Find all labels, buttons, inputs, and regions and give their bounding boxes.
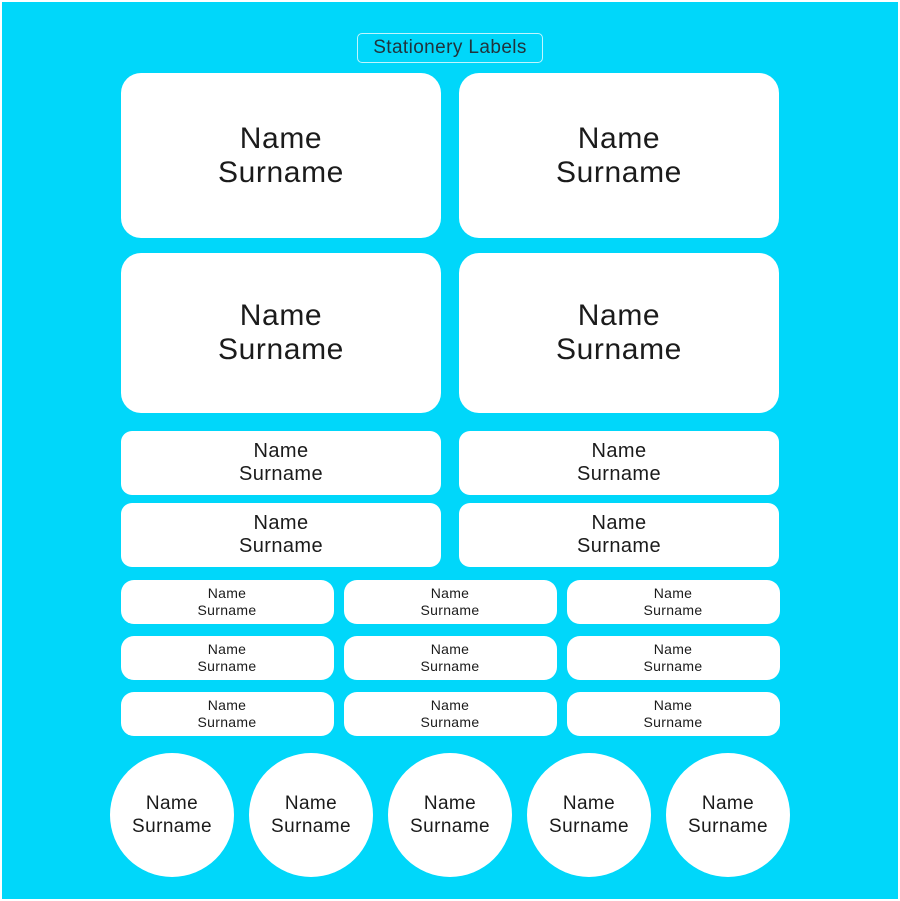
label-surname-line: Surname (197, 602, 257, 618)
small-label: Name Surname (566, 692, 780, 736)
label-surname-line: Surname (643, 602, 703, 618)
label-name-line: Name (253, 512, 309, 534)
small-label: Name Surname (120, 636, 334, 680)
medium-label: Name Surname (459, 503, 779, 567)
label-name-line: Name (207, 585, 247, 601)
round-label: Name Surname (249, 753, 373, 877)
round-label: Name Surname (527, 753, 651, 877)
label-surname-line: Surname (197, 658, 257, 674)
small-label: Name Surname (120, 580, 334, 624)
round-label: Name Surname (666, 753, 790, 877)
label-surname-line: Surname (643, 714, 703, 730)
label-name-line: Name (653, 585, 693, 601)
label-surname-line: Surname (643, 658, 703, 674)
label-name-line: Name (653, 697, 693, 713)
medium-label-row-2: Name Surname Name Surname (110, 503, 790, 567)
small-label: Name Surname (566, 580, 780, 624)
label-name-line: Name (430, 641, 470, 657)
large-label-row-2: Name Surname Name Surname (110, 253, 790, 413)
label-name-line: Name (591, 512, 647, 534)
label-surname-line: Surname (556, 155, 682, 189)
label-name-line: Name (591, 440, 647, 462)
medium-label: Name Surname (459, 431, 779, 495)
small-label: Name Surname (343, 636, 557, 680)
label-surname-line: Surname (218, 155, 344, 189)
label-surname-line: Surname (410, 816, 490, 837)
small-label-row-2: Name Surname Name Surname Name Surname (110, 636, 790, 680)
label-name-line: Name (562, 793, 616, 814)
label-surname-line: Surname (132, 816, 212, 837)
label-name-line: Name (253, 440, 309, 462)
small-label: Name Surname (566, 636, 780, 680)
label-surname-line: Surname (556, 333, 682, 366)
small-label-row-3: Name Surname Name Surname Name Surname (110, 692, 790, 736)
label-name-line: Name (577, 299, 661, 332)
small-label: Name Surname (120, 692, 334, 736)
label-surname-line: Surname (239, 535, 323, 557)
label-surname-line: Surname (420, 658, 480, 674)
label-surname-line: Surname (239, 463, 323, 485)
small-label: Name Surname (343, 580, 557, 624)
label-name-line: Name (701, 793, 755, 814)
large-label: Name Surname (121, 73, 441, 238)
round-label: Name Surname (388, 753, 512, 877)
label-name-line: Name (653, 641, 693, 657)
label-name-line: Name (423, 793, 477, 814)
label-name-line: Name (430, 697, 470, 713)
label-surname-line: Surname (197, 714, 257, 730)
label-name-line: Name (577, 121, 661, 155)
label-surname-line: Surname (688, 816, 768, 837)
label-name-line: Name (239, 299, 323, 332)
label-name-line: Name (207, 641, 247, 657)
medium-label: Name Surname (121, 431, 441, 495)
sheet-title: Stationery Labels (357, 33, 543, 63)
labels-area: Name Surname Name Surname Name Surname N… (110, 73, 790, 877)
label-name-line: Name (284, 793, 338, 814)
label-surname-line: Surname (420, 714, 480, 730)
label-surname-line: Surname (549, 816, 629, 837)
label-name-line: Name (145, 793, 199, 814)
medium-label: Name Surname (121, 503, 441, 567)
large-label: Name Surname (459, 73, 779, 238)
medium-label-row-1: Name Surname Name Surname (110, 431, 790, 495)
label-surname-line: Surname (271, 816, 351, 837)
label-name-line: Name (430, 585, 470, 601)
label-name-line: Name (239, 121, 323, 155)
label-surname-line: Surname (577, 463, 661, 485)
large-label-row-1: Name Surname Name Surname (110, 73, 790, 238)
round-label-row: Name Surname Name Surname Name Surname N… (110, 753, 790, 877)
large-label: Name Surname (121, 253, 441, 413)
label-surname-line: Surname (577, 535, 661, 557)
small-label-row-1: Name Surname Name Surname Name Surname (110, 580, 790, 624)
label-surname-line: Surname (420, 602, 480, 618)
small-label: Name Surname (343, 692, 557, 736)
round-label: Name Surname (110, 753, 234, 877)
large-label: Name Surname (459, 253, 779, 413)
label-surname-line: Surname (218, 333, 344, 366)
label-name-line: Name (207, 697, 247, 713)
